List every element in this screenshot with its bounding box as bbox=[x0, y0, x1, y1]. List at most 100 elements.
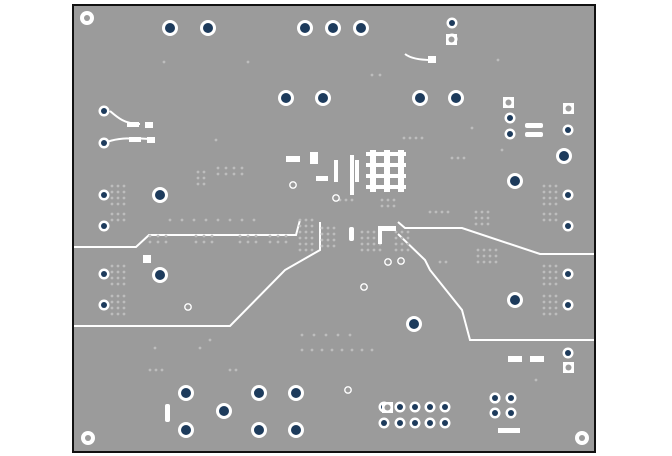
small-via bbox=[110, 300, 114, 304]
small-via bbox=[428, 210, 432, 214]
via-hole bbox=[409, 319, 419, 329]
pin-hole bbox=[397, 420, 403, 426]
small-via bbox=[304, 248, 308, 252]
small-via bbox=[254, 240, 258, 244]
small-via bbox=[548, 294, 552, 298]
pin-hole bbox=[507, 115, 513, 121]
small-via bbox=[400, 230, 404, 234]
small-via bbox=[392, 198, 396, 202]
small-via bbox=[234, 368, 238, 372]
small-via bbox=[378, 248, 382, 252]
small-via bbox=[110, 282, 114, 286]
small-via bbox=[542, 276, 546, 280]
small-via bbox=[542, 184, 546, 188]
small-via bbox=[548, 306, 552, 310]
small-via bbox=[494, 254, 498, 258]
small-via bbox=[542, 264, 546, 268]
small-via bbox=[400, 248, 404, 252]
small-via bbox=[304, 218, 308, 222]
small-via bbox=[156, 240, 160, 244]
small-via bbox=[438, 260, 442, 264]
small-via bbox=[198, 346, 202, 350]
small-via bbox=[330, 348, 334, 352]
small-via bbox=[246, 240, 250, 244]
small-via bbox=[202, 170, 206, 174]
small-via bbox=[284, 240, 288, 244]
small-via bbox=[350, 198, 354, 202]
small-via bbox=[554, 264, 558, 268]
small-via bbox=[360, 242, 364, 246]
small-via bbox=[400, 242, 404, 246]
small-via bbox=[372, 242, 376, 246]
small-via bbox=[482, 254, 486, 258]
small-via bbox=[216, 172, 220, 176]
small-via bbox=[360, 348, 364, 352]
small-via bbox=[252, 218, 256, 222]
small-via-ring bbox=[332, 194, 340, 202]
pin-hole bbox=[449, 20, 455, 26]
small-via bbox=[122, 306, 126, 310]
small-via bbox=[304, 224, 308, 228]
small-via bbox=[298, 242, 302, 246]
small-via bbox=[246, 234, 250, 238]
small-via bbox=[542, 306, 546, 310]
small-via bbox=[488, 254, 492, 258]
small-via bbox=[122, 264, 126, 268]
small-via bbox=[240, 172, 244, 176]
small-via bbox=[444, 260, 448, 264]
small-via bbox=[548, 264, 552, 268]
small-via bbox=[110, 196, 114, 200]
small-via bbox=[332, 232, 336, 236]
small-via bbox=[228, 218, 232, 222]
small-via bbox=[474, 222, 478, 226]
small-via bbox=[224, 166, 228, 170]
small-via bbox=[554, 218, 558, 222]
small-via bbox=[298, 218, 302, 222]
small-via bbox=[122, 300, 126, 304]
small-via bbox=[440, 210, 444, 214]
small-via bbox=[122, 190, 126, 194]
small-via bbox=[216, 166, 220, 170]
pin-hole bbox=[565, 271, 571, 277]
small-via bbox=[116, 306, 120, 310]
mounting-holes bbox=[80, 11, 589, 445]
small-via bbox=[164, 240, 168, 244]
small-via bbox=[210, 240, 214, 244]
via-hole bbox=[300, 23, 310, 33]
small-via bbox=[450, 156, 454, 160]
small-via bbox=[214, 138, 218, 142]
small-via bbox=[300, 348, 304, 352]
small-via bbox=[224, 172, 228, 176]
small-via bbox=[480, 216, 484, 220]
small-via bbox=[554, 184, 558, 188]
small-via bbox=[326, 238, 330, 242]
small-via bbox=[148, 234, 152, 238]
small-via bbox=[394, 248, 398, 252]
small-via bbox=[480, 210, 484, 214]
pin-hole bbox=[101, 223, 107, 229]
small-via bbox=[320, 244, 324, 248]
small-via bbox=[394, 242, 398, 246]
small-via bbox=[360, 230, 364, 234]
via-hole bbox=[291, 388, 301, 398]
square-pad-hole bbox=[565, 364, 572, 371]
small-via bbox=[332, 226, 336, 230]
via-hole bbox=[328, 23, 338, 33]
via-hole bbox=[155, 190, 165, 200]
small-via-ring bbox=[289, 181, 297, 189]
via-hole bbox=[559, 151, 569, 161]
small-via bbox=[196, 182, 200, 186]
small-via bbox=[210, 234, 214, 238]
small-via bbox=[122, 270, 126, 274]
small-via bbox=[542, 190, 546, 194]
pin-hole bbox=[442, 404, 448, 410]
pin-hole bbox=[381, 420, 387, 426]
small-via bbox=[400, 236, 404, 240]
small-via bbox=[534, 378, 538, 382]
small-via bbox=[496, 58, 500, 62]
small-via bbox=[310, 236, 314, 240]
small-via bbox=[406, 230, 410, 234]
small-via bbox=[298, 236, 302, 240]
small-via bbox=[470, 126, 474, 130]
